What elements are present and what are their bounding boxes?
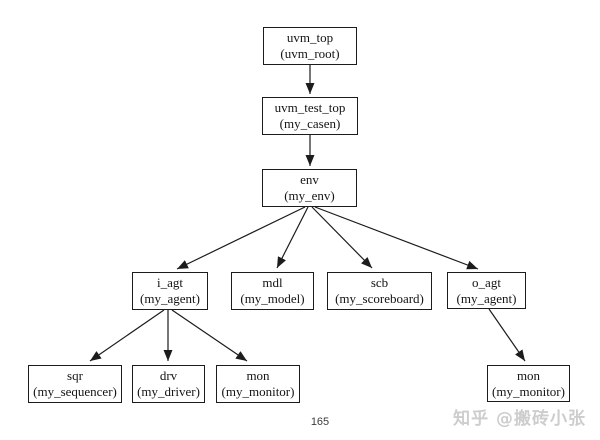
edge-env-to-mdl: [276, 206, 309, 269]
node-label: drv: [159, 368, 178, 383]
node-env: env(my_env): [262, 169, 357, 207]
node-label: mdl: [262, 275, 283, 290]
node-uvm-test-top: uvm_test_top(my_casen): [262, 97, 358, 135]
node-mdl: mdl(my_model): [231, 272, 314, 310]
node-sublabel: (my_driver): [137, 384, 200, 399]
node-sublabel: (my_model): [240, 291, 305, 306]
page-number: 165: [310, 416, 330, 428]
node-sublabel: (my_monitor): [492, 383, 565, 399]
node-label: uvm_top: [286, 30, 334, 45]
edge-env-to-scb: [311, 206, 373, 269]
node-label: o_agt: [472, 274, 501, 290]
node-label: i_agt: [157, 275, 183, 290]
node-sublabel: (my_agent): [456, 290, 517, 306]
node-label: mon: [246, 368, 270, 383]
node-sublabel: (my_env): [284, 188, 335, 203]
node-sublabel: (my_agent): [140, 291, 200, 306]
node-sublabel: (uvm_root): [280, 46, 340, 61]
node-mon-o: mon(my_monitor): [487, 365, 570, 402]
node-label: scb: [370, 275, 389, 290]
node-label: sqr: [67, 368, 83, 383]
watermark-text: 知乎 @搬砖小张: [453, 409, 586, 429]
node-sublabel: (my_scoreboard): [335, 291, 424, 306]
node-uvm-top: uvm_top(uvm_root): [263, 27, 357, 65]
node-label: uvm_test_top: [274, 100, 346, 115]
edge-i-agt-to-sqr: [89, 309, 165, 362]
node-sqr: sqr(my_sequencer): [28, 365, 122, 403]
edge-env-to-o-agt: [314, 206, 479, 270]
node-i-agt: i_agt(my_agent): [132, 272, 208, 310]
diagram-edges: [89, 65, 526, 362]
edge-env-to-i-agt: [176, 206, 306, 270]
node-sublabel: (my_monitor): [221, 384, 295, 399]
node-label: env: [300, 172, 319, 187]
edge-o-agt-to-mon-o: [488, 308, 526, 362]
node-label: mon: [516, 367, 541, 383]
edge-i-agt-to-mon-i: [171, 309, 248, 362]
node-mon-i: mon(my_monitor): [216, 365, 300, 403]
node-o-agt: o_agt(my_agent): [447, 272, 526, 309]
node-drv: drv(my_driver): [132, 365, 205, 403]
node-sublabel: (my_sequencer): [33, 384, 117, 399]
node-sublabel: (my_casen): [279, 116, 341, 131]
node-scb: scb(my_scoreboard): [327, 272, 432, 310]
